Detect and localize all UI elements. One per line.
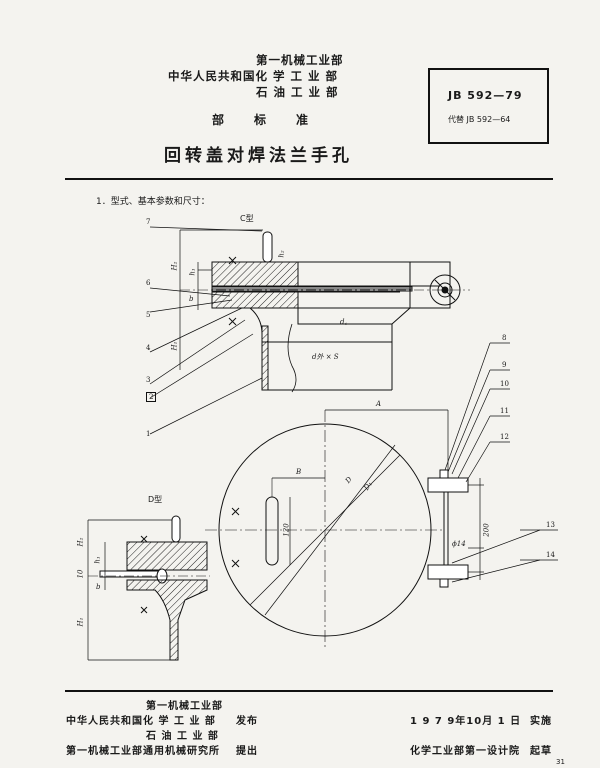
replaces-code: 代替 JB 592—64 xyxy=(448,115,511,124)
callout-4: 4 xyxy=(146,344,151,352)
callout-2: 2 xyxy=(146,392,157,402)
page-title: 回转盖对焊法兰手孔 xyxy=(164,146,353,166)
callout-6: 6 xyxy=(146,279,151,287)
dim-h1: h₁ xyxy=(188,268,197,276)
footer-issuer-2: 中华人民共和国化 学 工 业 部 xyxy=(66,716,216,727)
callout-8: 8 xyxy=(502,334,507,342)
dim-D-H2: H₂ xyxy=(76,537,85,547)
standard-type: 部 标 准 xyxy=(212,113,311,127)
dim-D-h1: h₁ xyxy=(93,556,102,564)
dim-H2: H₂ xyxy=(170,261,179,271)
dim-phi14: ϕ14 xyxy=(452,540,466,548)
footer-drafted: 起草 xyxy=(530,746,552,757)
dim-120: 120 xyxy=(282,523,291,537)
footer-rule xyxy=(65,690,553,692)
callout-5: 5 xyxy=(146,311,151,319)
dim-B: B xyxy=(296,468,302,476)
section-heading: 1．型式、基本参数和尺寸： xyxy=(96,197,210,207)
d-type-label: D型 xyxy=(148,495,163,504)
dim-D-10: 10 xyxy=(76,569,85,579)
dim-D-H1: H₁ xyxy=(76,617,85,627)
footer-published: 发布 xyxy=(236,716,258,727)
footer-issuer-3: 石 油 工 业 部 xyxy=(146,731,219,742)
dim-dw: d外 × S xyxy=(312,353,339,361)
dim-b: b xyxy=(189,295,194,303)
c-type-label: C型 xyxy=(240,214,254,223)
footer-proposed: 提出 xyxy=(236,746,258,757)
footer-drafter: 化学工业部第一设计院 xyxy=(410,746,520,757)
callout-10: 10 xyxy=(500,380,509,388)
callout-11: 11 xyxy=(500,407,509,415)
callout-13: 13 xyxy=(546,521,555,529)
page-number: 31 xyxy=(556,758,565,766)
standard-code: JB 592—79 xyxy=(448,89,523,102)
callout-12: 12 xyxy=(500,433,509,441)
issuer-line-2: 中华人民共和国化 学 工 业 部 xyxy=(168,69,339,83)
dim-D-b: b xyxy=(96,583,101,591)
footer-proposer: 第一机械工业部通用机械研究所 xyxy=(66,746,220,757)
dim-A: A xyxy=(376,400,382,408)
callout-9: 9 xyxy=(502,361,507,369)
dim-200: 200 xyxy=(482,523,491,537)
standard-code-box: JB 592—79 代替 JB 592—64 xyxy=(428,68,549,144)
footer-effective: 实施 xyxy=(530,716,552,727)
footer-date: 1 9 7 9年10月 1 日 xyxy=(410,716,522,727)
footer-issuer-1: 第一机械工业部 xyxy=(146,701,223,712)
callout-7: 7 xyxy=(146,218,151,226)
callout-3: 3 xyxy=(146,376,151,384)
callout-14: 14 xyxy=(546,551,555,559)
dim-dc: d꜀ xyxy=(340,318,347,326)
dim-h2: h₂ xyxy=(277,250,286,258)
dim-H1: H₁ xyxy=(170,341,179,351)
callout-1: 1 xyxy=(146,430,151,438)
header-rule xyxy=(65,178,553,180)
issuer-line-1: 第一机械工业部 xyxy=(256,53,344,67)
issuer-line-3: 石 油 工 业 部 xyxy=(256,85,339,99)
